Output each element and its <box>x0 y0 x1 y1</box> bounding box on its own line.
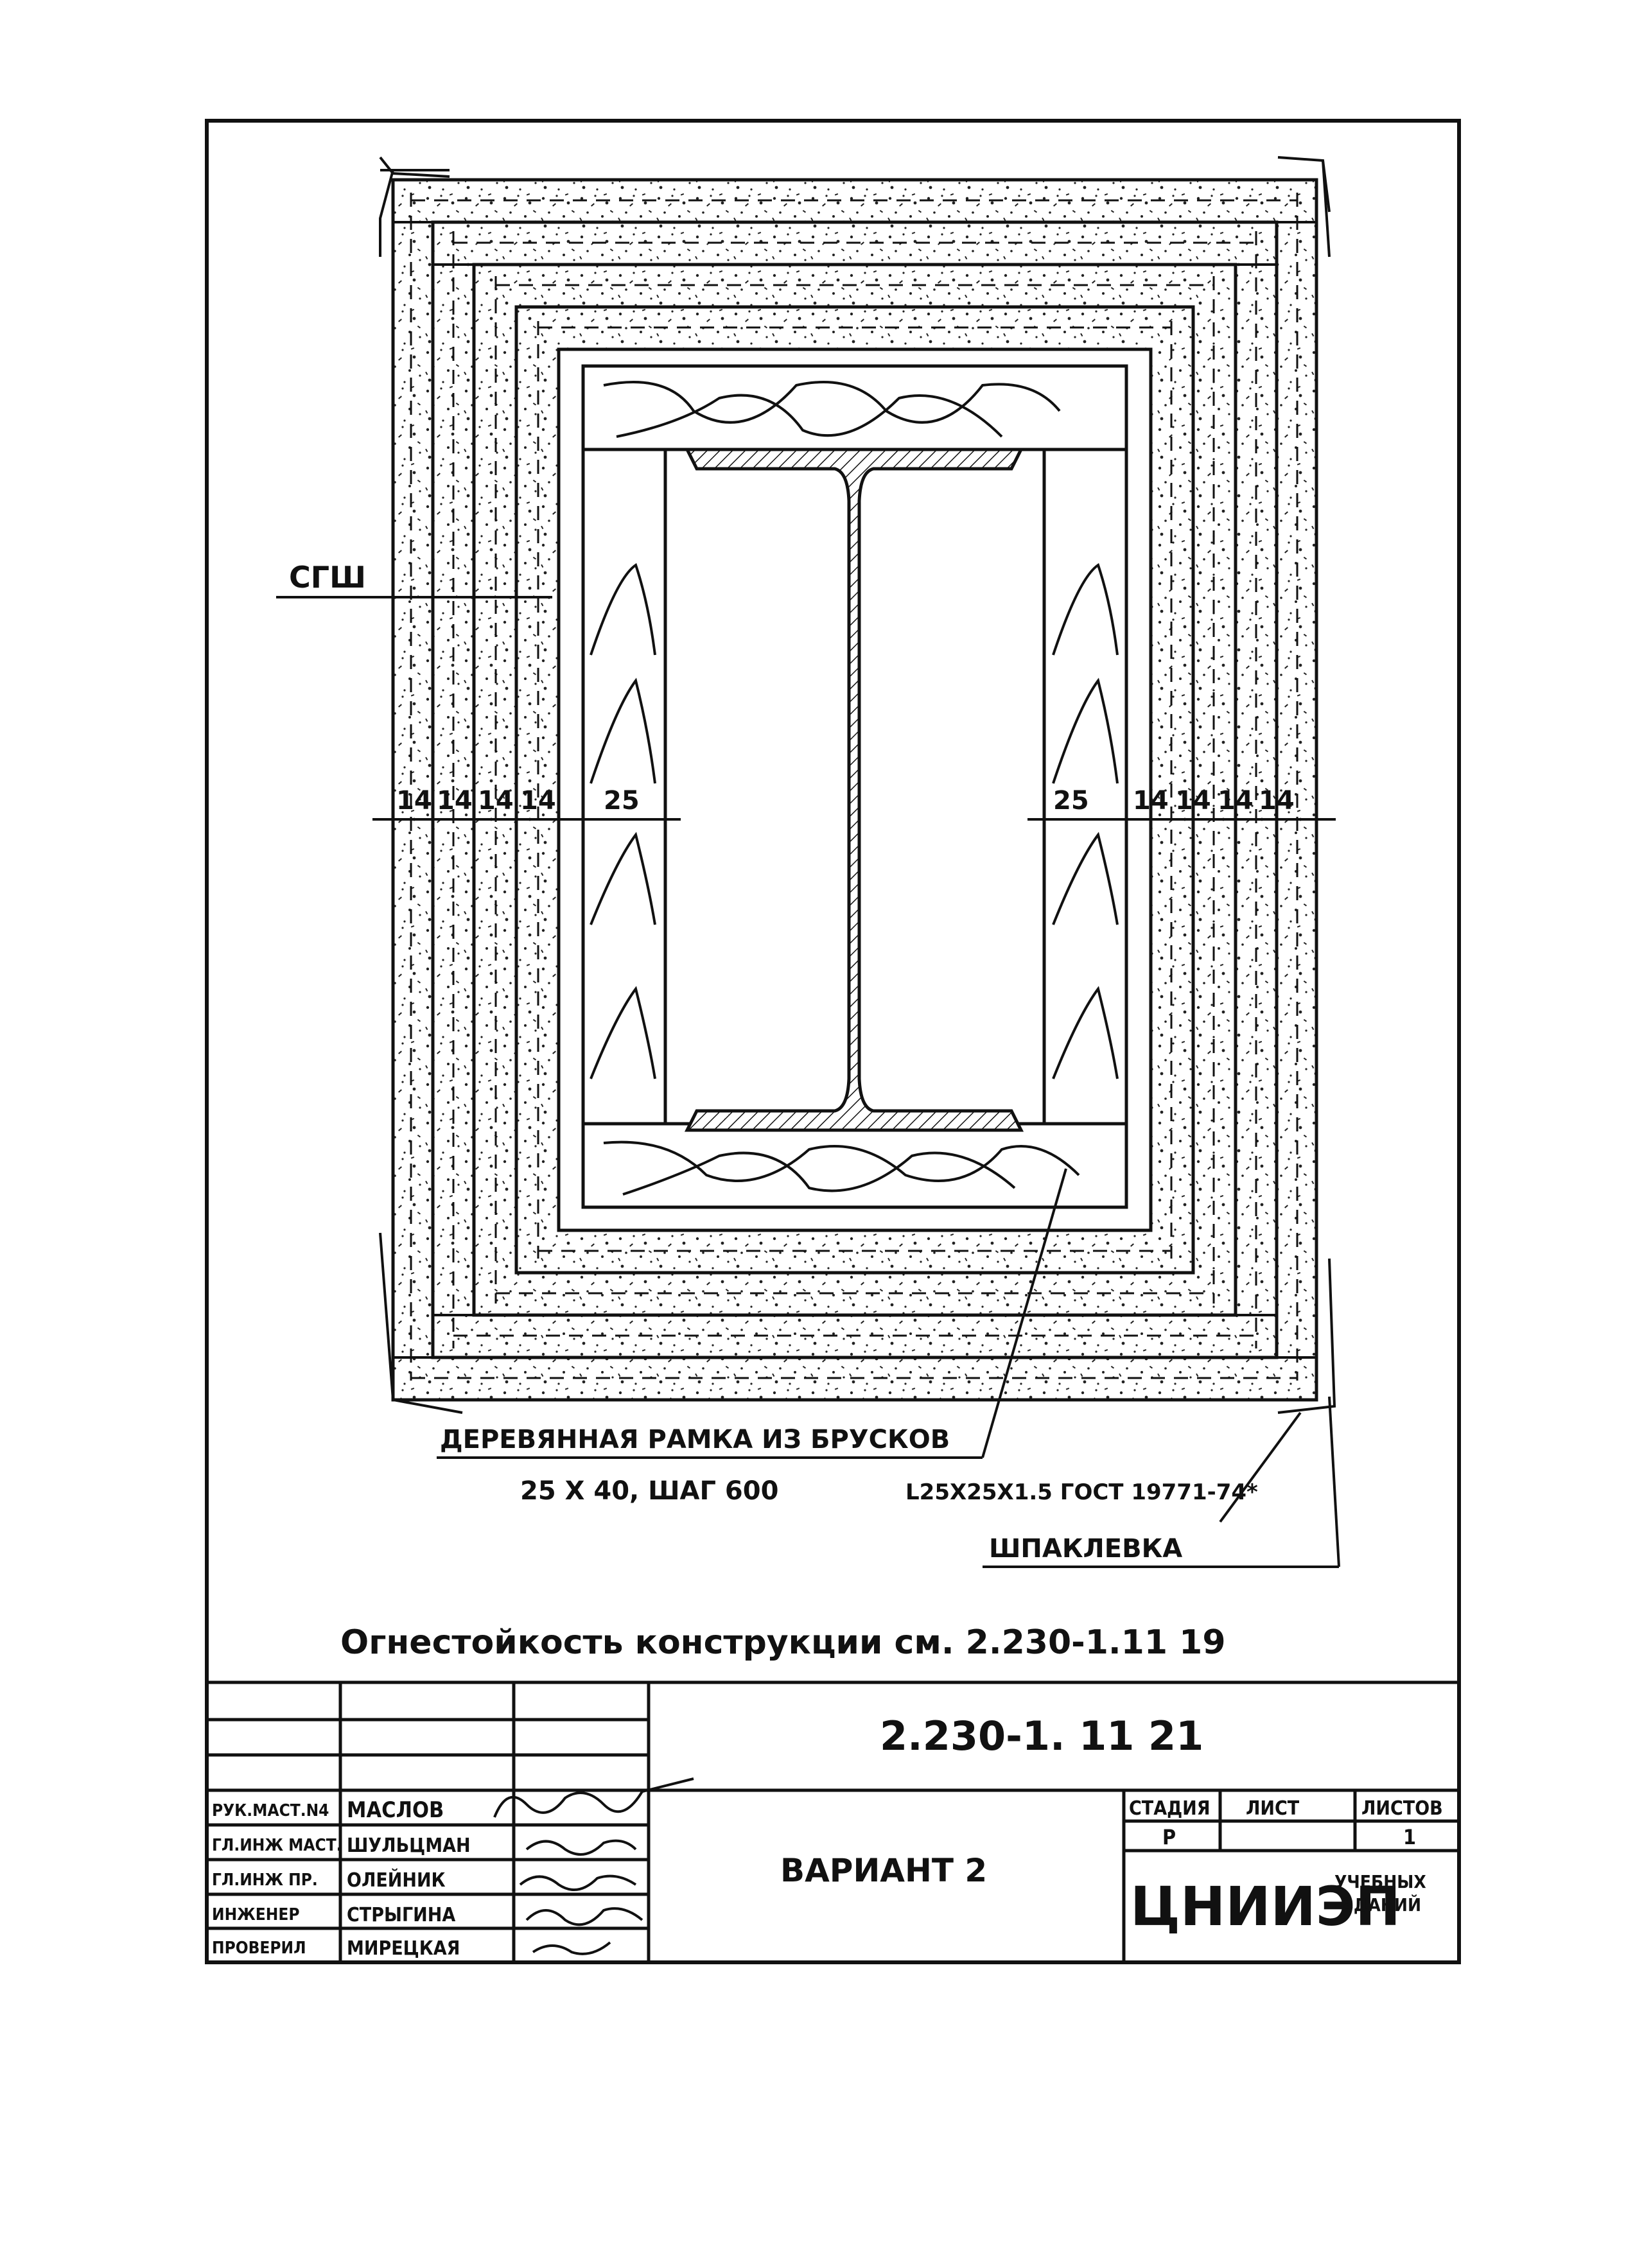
role-1: РУК.МАСТ.N4 <box>212 1801 329 1820</box>
wood-bar-bottom <box>581 1122 1128 1209</box>
role-2: ГЛ.ИНЖ МАСТ. <box>212 1836 342 1855</box>
board-joints <box>393 221 1316 1359</box>
signatures <box>493 1777 694 1955</box>
label-wood-frame-2: 25 Х 40, ШАГ 600 <box>520 1476 778 1506</box>
dim-right-5: 14 <box>1259 786 1295 816</box>
org-sub-2: ЗДАНИЙ <box>1342 1894 1421 1915</box>
dim-right-4: 14 <box>1218 786 1254 816</box>
dim-right-1: 25 <box>1053 786 1089 816</box>
wood-bar-left <box>581 448 667 1126</box>
role-5: ПРОВЕРИЛ <box>212 1939 306 1958</box>
label-steel-angle: L25Х25Х1.5 ГОСТ 19771-74* <box>905 1479 1258 1505</box>
label-sgsh: СГШ <box>289 560 366 595</box>
name-3: ОЛЕЙНИК <box>347 1869 446 1892</box>
dim-right-2: 14 <box>1133 786 1169 816</box>
sheets-value: 1 <box>1403 1825 1416 1849</box>
name-5: МИРЕЦКАЯ <box>347 1937 460 1960</box>
stage-header: СТАДИЯ <box>1129 1797 1211 1820</box>
screw-lines <box>410 193 1298 1381</box>
wood-bars <box>581 364 1128 1209</box>
fire-resistance-note: Огнестойкость конструкции см. 2.230-1.11… <box>340 1623 1226 1662</box>
dim-left-5: 25 <box>604 786 640 816</box>
dim-left-4: 14 <box>520 786 556 816</box>
name-4: СТРЫГИНА <box>347 1904 455 1926</box>
wood-grain <box>590 381 1119 1196</box>
dim-left-1: 14 <box>396 786 432 816</box>
sheets-header: ЛИСТОВ <box>1361 1797 1443 1820</box>
dim-left-3: 14 <box>478 786 514 816</box>
sheet-header: ЛИСТ <box>1246 1797 1300 1820</box>
label-wood-frame-1: ДЕРЕВЯННАЯ РАМКА ИЗ БРУСКОВ <box>440 1425 950 1454</box>
wood-bar-top <box>581 364 1128 451</box>
label-putty: ШПАКЛЕВКА <box>989 1534 1182 1564</box>
roles-column: РУК.МАСТ.N4 ГЛ.ИНЖ МАСТ. ГЛ.ИНЖ ПР. ИНЖЕ… <box>212 1801 342 1958</box>
name-2: ШУЛЬЦМАН <box>347 1835 471 1857</box>
dim-right-3: 14 <box>1175 786 1211 816</box>
title-block <box>205 1680 1461 1964</box>
i-beam <box>684 448 1024 1132</box>
org-name: ЦНИИЭП <box>1130 1875 1401 1938</box>
names-column: МАСЛОВ ШУЛЬЦМАН ОЛЕЙНИК СТРЫГИНА МИРЕЦКА… <box>347 1797 471 1960</box>
dim-left-2: 14 <box>437 786 473 816</box>
doc-number: 2.230-1. 11 21 <box>880 1713 1203 1759</box>
steel-angles <box>379 156 1336 1414</box>
leader-lines <box>276 596 1340 1568</box>
name-1: МАСЛОВ <box>347 1797 444 1823</box>
dimension-labels: 14 14 14 14 25 25 14 14 14 14 <box>396 786 1295 816</box>
org-sub-1: УЧЕБНЫХ <box>1334 1871 1426 1892</box>
stage-value: Р <box>1162 1825 1176 1849</box>
role-3: ГЛ.ИНЖ ПР. <box>212 1871 318 1890</box>
sheet-title: ВАРИАНТ 2 <box>780 1852 987 1889</box>
role-4: ИНЖЕНЕР <box>212 1905 299 1924</box>
